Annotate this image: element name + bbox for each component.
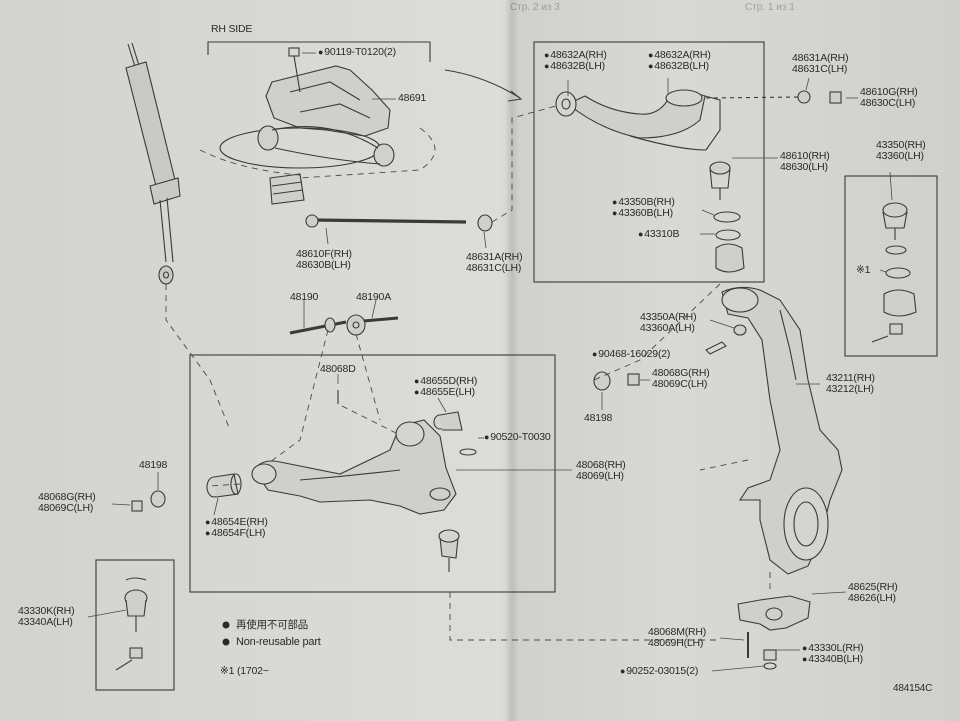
label-bush-48654: 48654E(RH) 48654F(LH)	[205, 517, 268, 539]
lower-arm	[251, 419, 457, 515]
label-bracket: 48691	[398, 92, 427, 104]
label-lower-joint: 43330K(RH) 43340A(LH)	[18, 605, 75, 628]
cam-washer-left	[150, 490, 166, 508]
long-shaft	[311, 218, 467, 224]
steering-knuckle	[721, 286, 843, 575]
shock-absorber	[125, 42, 181, 285]
rh-side-bracket	[207, 41, 431, 62]
arrow-head	[507, 90, 523, 102]
ball-joint-43350	[871, 202, 917, 343]
rh-side-arrow	[444, 69, 521, 99]
label-note-marker: ※1	[856, 264, 871, 276]
label-nut-48610g: 48610G(RH) 48630C(LH)	[860, 86, 918, 109]
label-ball-nut: 43350A(RH) 43360A(LH)	[640, 311, 697, 334]
label-clip: 43310B	[638, 229, 679, 240]
ball-joint-box	[844, 175, 938, 357]
label-arm-nut: 48068G(RH) 48069C(LH)	[652, 367, 710, 390]
stopper-bracket	[737, 595, 811, 670]
nut-left	[131, 500, 143, 512]
label-bush-48655: 48655D(RH) 48655E(LH)	[414, 376, 477, 398]
footnote: ※1 (1702~	[220, 665, 269, 677]
label-shaft: 48610F(RH) 48630B(LH)	[296, 248, 352, 271]
lower-joint-43330k	[115, 577, 148, 671]
label-grease: 48068D	[320, 363, 356, 375]
lower-arm-bushing-rear	[433, 411, 463, 431]
page-number-left: Стр. 2 из 3	[510, 2, 560, 13]
legend-cn-text: 再使用不可部品	[236, 619, 309, 631]
page-number-right: Стр. 1 из 1	[745, 2, 795, 13]
upper-arm-box	[533, 41, 765, 283]
label-upper-arm-1: 48632A(RH) 48632B(LH)	[544, 50, 607, 72]
label-boot: 43350B(RH) 43360B(LH)	[612, 197, 675, 219]
label-lower-arm: 48068(RH) 48069(LH)	[576, 459, 626, 482]
cam-washer-48198	[593, 371, 611, 391]
label-stop-nut: 43330L(RH) 43340B(LH)	[802, 643, 863, 665]
rh-side-label: RH SIDE	[211, 23, 253, 35]
nut-48610g	[829, 91, 842, 104]
leader-lines	[87, 52, 893, 672]
castle-nut	[733, 324, 747, 336]
label-upper-assy: 48610(RH) 48630(LH)	[780, 150, 830, 173]
upper-arm	[555, 89, 721, 151]
diagram-id: 484154C	[893, 683, 933, 694]
label-stop-bolt: 48068M(RH) 48069H(LH)	[648, 626, 707, 649]
cotter-pin	[705, 341, 727, 355]
label-ring: 90520-T0030	[484, 432, 550, 443]
label-left-nut: 48068G(RH) 48069C(LH)	[38, 491, 96, 514]
label-bolt-bottom: 90252-03015(2)	[620, 666, 698, 677]
label-joint-43350: 43350(RH) 43360(LH)	[876, 139, 926, 162]
label-knuckle: 43211(RH) 43212(LH)	[826, 372, 875, 395]
assembly-lines	[165, 105, 771, 641]
label-washer-48631: 48631A(RH) 48631C(LH)	[792, 52, 849, 75]
label-bolt-48190a: 48190A	[356, 291, 392, 303]
ring-90520	[459, 448, 477, 456]
legend-en-text: Non-reusable part	[236, 636, 321, 648]
lower-ball-joint	[438, 529, 460, 572]
shaft-head	[305, 214, 319, 228]
label-washer2: 48631A(RH) 48631C(LH)	[466, 251, 523, 274]
legend-dot-cn	[222, 621, 230, 629]
shaft-washer	[477, 214, 493, 232]
upper-ball-joint	[709, 161, 745, 273]
label-bolt-48190: 48190	[290, 291, 319, 303]
cam-bolt-48190a	[346, 314, 399, 336]
washer-48631a	[797, 90, 811, 104]
lower-arm-bushing-front	[206, 473, 242, 498]
nut-48068g	[627, 373, 640, 386]
legend-dot-en	[222, 638, 230, 646]
label-cotter: 90468-16029(2)	[592, 349, 670, 360]
cam-bolt-48190	[289, 317, 347, 335]
leader-dash	[705, 96, 801, 99]
rh-upper-arm	[219, 125, 395, 169]
lower-arm-box	[189, 354, 556, 593]
label-cam-washer: 48198	[584, 412, 613, 424]
bump-stopper	[269, 173, 305, 205]
lower-joint-box	[95, 559, 175, 691]
label-stopper: 48625(RH) 48626(LH)	[848, 581, 898, 604]
label-upper-arm-2: 48632A(RH) 48632B(LH)	[648, 50, 711, 72]
bracket-48691	[265, 47, 391, 137]
label-bolt-top: 90119-T0120(2)	[318, 47, 396, 58]
paper-fold	[505, 0, 519, 721]
label-cam-washer-left: 48198	[139, 459, 168, 471]
